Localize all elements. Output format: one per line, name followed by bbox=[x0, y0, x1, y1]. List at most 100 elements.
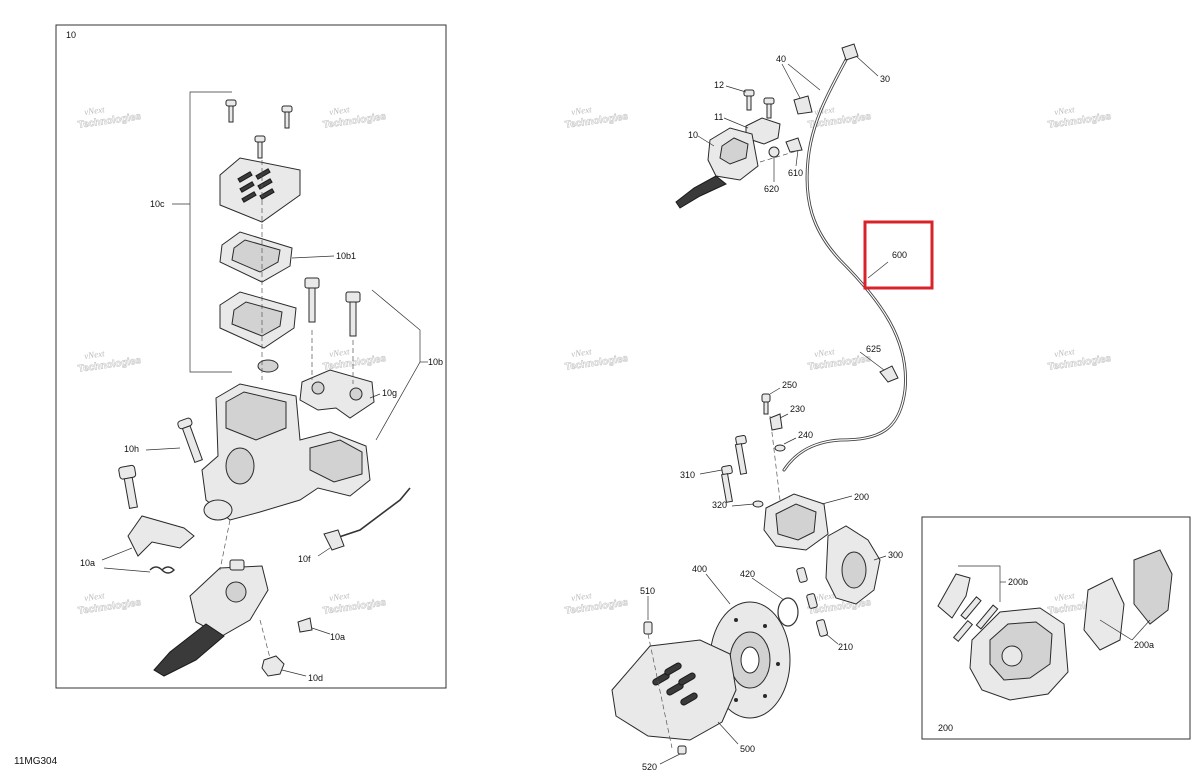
callout-10g[interactable]: 10g bbox=[382, 388, 397, 398]
bracket-10c bbox=[189, 91, 232, 373]
washer-240 bbox=[774, 444, 786, 452]
leader-420 bbox=[751, 577, 785, 601]
washer-320 bbox=[752, 500, 764, 508]
reservoir-well bbox=[225, 391, 287, 441]
reservoir-cover bbox=[219, 157, 301, 223]
leader-11 bbox=[723, 117, 749, 129]
lever-bolt bbox=[118, 464, 138, 509]
callout-625[interactable]: 625 bbox=[866, 344, 881, 354]
callout-10a-1[interactable]: 10a bbox=[80, 558, 95, 568]
bore bbox=[225, 447, 255, 485]
callout-10b1[interactable]: 10b1 bbox=[336, 251, 356, 261]
callout-610[interactable]: 610 bbox=[788, 168, 803, 178]
callout-210[interactable]: 210 bbox=[838, 642, 853, 652]
leader-610 bbox=[795, 149, 799, 167]
watermark: vNext Technologies bbox=[77, 104, 143, 131]
callout-10f[interactable]: 10f bbox=[298, 554, 311, 564]
leader-10g bbox=[369, 393, 381, 399]
pivot-pin bbox=[177, 417, 203, 464]
clip-625 bbox=[879, 365, 899, 383]
callout-200[interactable]: 200 bbox=[854, 492, 869, 502]
inset-label-right: 200 bbox=[938, 723, 953, 733]
highlight-box-600[interactable] bbox=[863, 220, 934, 290]
retaining-clip bbox=[297, 617, 313, 633]
callout-310[interactable]: 310 bbox=[680, 470, 695, 480]
lever-grip bbox=[153, 623, 225, 677]
svg-text:vNext: vNext bbox=[1053, 104, 1075, 117]
callout-10d[interactable]: 10d bbox=[308, 673, 323, 683]
callout-200a[interactable]: 200a bbox=[1134, 640, 1154, 650]
guard-slots bbox=[652, 662, 698, 706]
callout-10a-2[interactable]: 10a bbox=[330, 632, 345, 642]
callout-12[interactable]: 12 bbox=[714, 80, 724, 90]
leader-10f bbox=[317, 547, 331, 557]
callout-500[interactable]: 500 bbox=[740, 744, 755, 754]
pivot-nut bbox=[261, 655, 285, 677]
bleeder-cap-230 bbox=[769, 413, 783, 431]
leader-12 bbox=[725, 85, 747, 93]
callout-400[interactable]: 400 bbox=[692, 564, 707, 574]
centerline-c bbox=[647, 633, 673, 749]
svg-text:vNext: vNext bbox=[83, 348, 105, 361]
callout-10[interactable]: 10 bbox=[688, 130, 698, 140]
callout-30[interactable]: 30 bbox=[880, 74, 890, 84]
callout-320[interactable]: 320 bbox=[712, 500, 727, 510]
pad-spring bbox=[937, 573, 971, 619]
clip-610 bbox=[785, 137, 803, 153]
leader-520 bbox=[659, 753, 681, 765]
callout-510[interactable]: 510 bbox=[640, 586, 655, 596]
leader-500 bbox=[717, 721, 739, 745]
leader-10h bbox=[145, 447, 181, 451]
svg-text:vNext: vNext bbox=[813, 346, 835, 359]
brake-pad-inner bbox=[1133, 549, 1173, 625]
callout-11[interactable]: 11 bbox=[714, 112, 723, 122]
callout-420[interactable]: 420 bbox=[740, 569, 755, 579]
screw-520 bbox=[677, 745, 687, 755]
callout-250[interactable]: 250 bbox=[782, 380, 797, 390]
lever-pivot-block bbox=[189, 565, 269, 637]
leader-30 bbox=[855, 55, 879, 77]
brake-switch bbox=[323, 529, 345, 551]
callout-600[interactable]: 600 bbox=[892, 250, 907, 260]
svg-text:vNext: vNext bbox=[813, 590, 835, 603]
svg-text:vNext: vNext bbox=[328, 346, 350, 359]
caliper-bolts-310 bbox=[721, 435, 748, 503]
bolt-510 bbox=[643, 621, 653, 635]
bracket-10b bbox=[371, 289, 421, 441]
centerline-b bbox=[769, 415, 781, 501]
callout-620[interactable]: 620 bbox=[764, 184, 779, 194]
caliper-200-piston bbox=[775, 503, 817, 541]
bracket-bolts bbox=[796, 567, 818, 609]
leader-400 bbox=[705, 573, 731, 605]
callout-520[interactable]: 520 bbox=[642, 762, 657, 772]
callout-230[interactable]: 230 bbox=[790, 404, 805, 414]
leader-10d bbox=[281, 669, 307, 677]
brake-pad-outer bbox=[1083, 577, 1125, 651]
callout-10c[interactable]: 10c bbox=[150, 199, 165, 209]
bolt-210 bbox=[816, 619, 828, 637]
leader-625 bbox=[859, 351, 885, 371]
lever-10 bbox=[675, 175, 727, 209]
callout-10b[interactable]: 10b bbox=[428, 357, 443, 367]
callout-40[interactable]: 40 bbox=[776, 54, 786, 64]
bleeder-250 bbox=[761, 393, 771, 415]
leader-200a-1 bbox=[1099, 619, 1133, 641]
svg-text:vNext: vNext bbox=[83, 590, 105, 603]
inset-frame-right bbox=[921, 516, 1191, 740]
callout-300[interactable]: 300 bbox=[888, 550, 903, 560]
watermark: vNext Technologies bbox=[322, 104, 388, 131]
callout-240[interactable]: 240 bbox=[798, 430, 813, 440]
banjo-bolt bbox=[793, 95, 813, 115]
leader-300 bbox=[873, 555, 887, 561]
watermark: vNext Technologies bbox=[564, 590, 630, 617]
clamp-screws-12 bbox=[743, 89, 775, 119]
svg-text:vNext: vNext bbox=[570, 346, 592, 359]
leader-250 bbox=[769, 387, 781, 395]
leader-600 bbox=[867, 261, 889, 279]
svg-text:vNext: vNext bbox=[328, 104, 350, 117]
callout-10h[interactable]: 10h bbox=[124, 444, 139, 454]
main-brake-assembly: 30 40 12 11 10 610 620 bbox=[611, 43, 934, 772]
adjuster-screw bbox=[229, 559, 245, 571]
callout-200b[interactable]: 200b bbox=[1008, 577, 1028, 587]
cover-screws bbox=[225, 99, 293, 159]
